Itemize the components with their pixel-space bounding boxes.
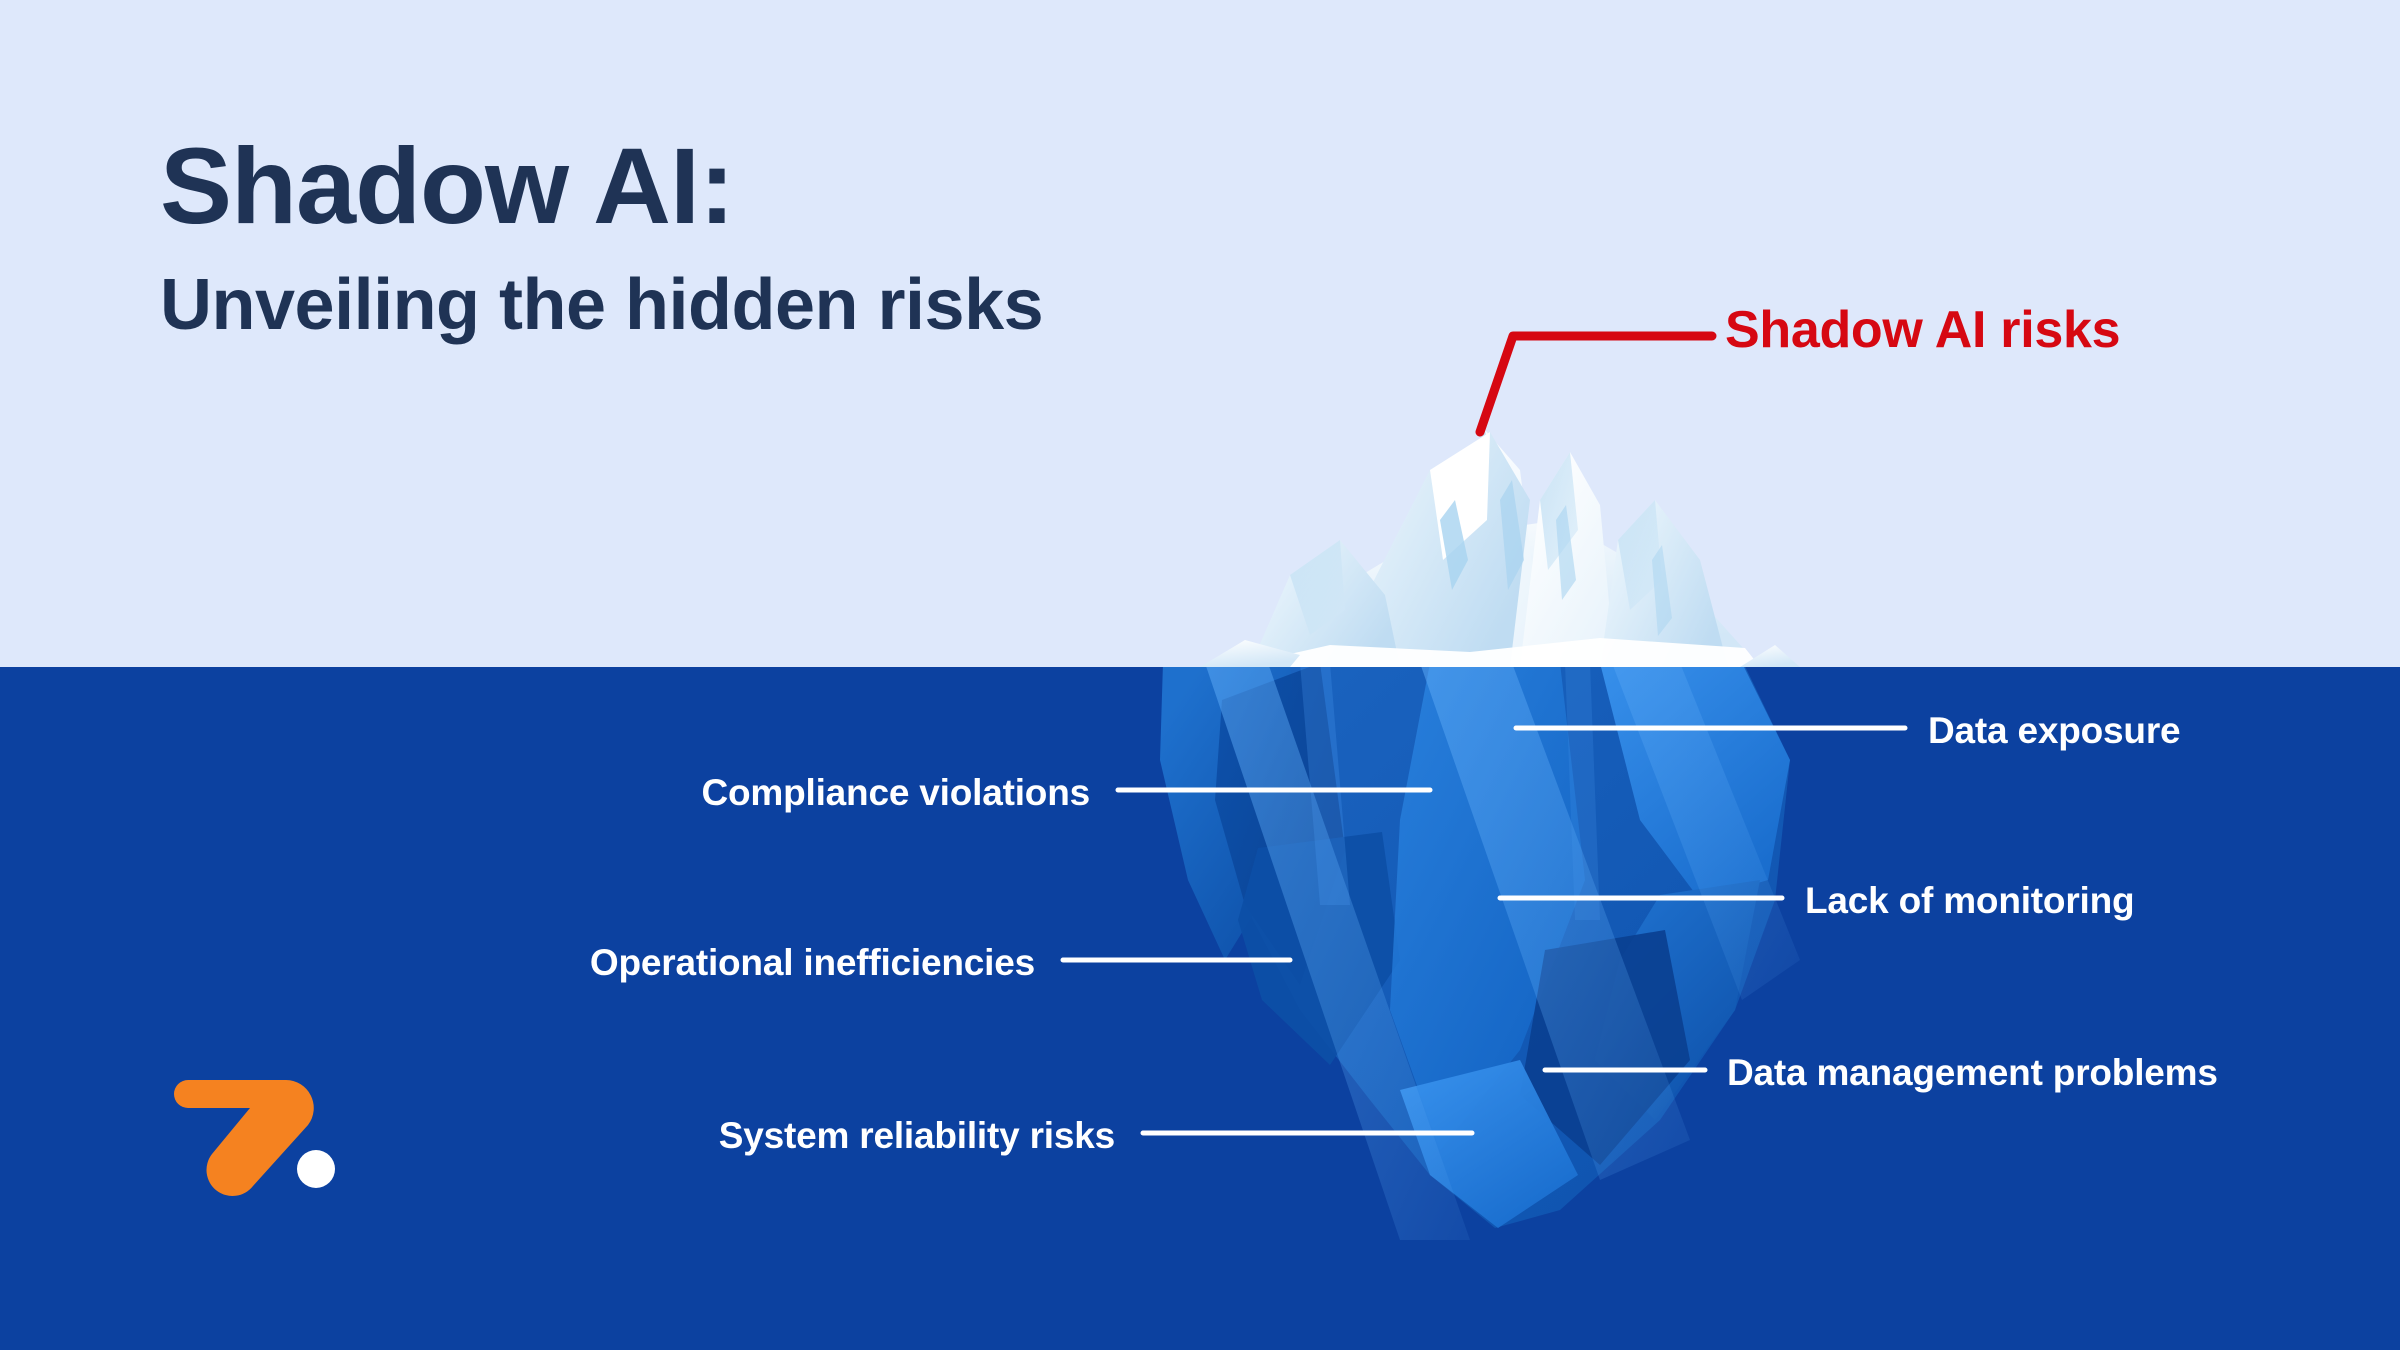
orange-seven-mark bbox=[174, 1080, 314, 1197]
label-data-exposure: Data exposure bbox=[1928, 710, 2181, 751]
sky-band bbox=[0, 0, 2400, 667]
page-title: Shadow AI: bbox=[160, 125, 735, 246]
sea-band bbox=[0, 667, 2400, 1350]
label-lack-of-monitoring: Lack of monitoring bbox=[1805, 880, 2135, 921]
page-subtitle: Unveiling the hidden risks bbox=[160, 265, 1044, 345]
label-operational-inefficiencies: Operational inefficiencies bbox=[589, 942, 1035, 983]
label-data-management-problems: Data management problems bbox=[1727, 1052, 2218, 1093]
label-compliance-violations: Compliance violations bbox=[701, 772, 1091, 813]
shadow-ai-risks-callout: Shadow AI risks bbox=[1725, 301, 2121, 359]
logo-dot-icon bbox=[297, 1150, 335, 1188]
brand-logo bbox=[174, 1080, 335, 1197]
label-system-reliability-risks: System reliability risks bbox=[718, 1115, 1115, 1156]
title-block: Shadow AI: Unveiling the hidden risks bbox=[160, 132, 1410, 344]
